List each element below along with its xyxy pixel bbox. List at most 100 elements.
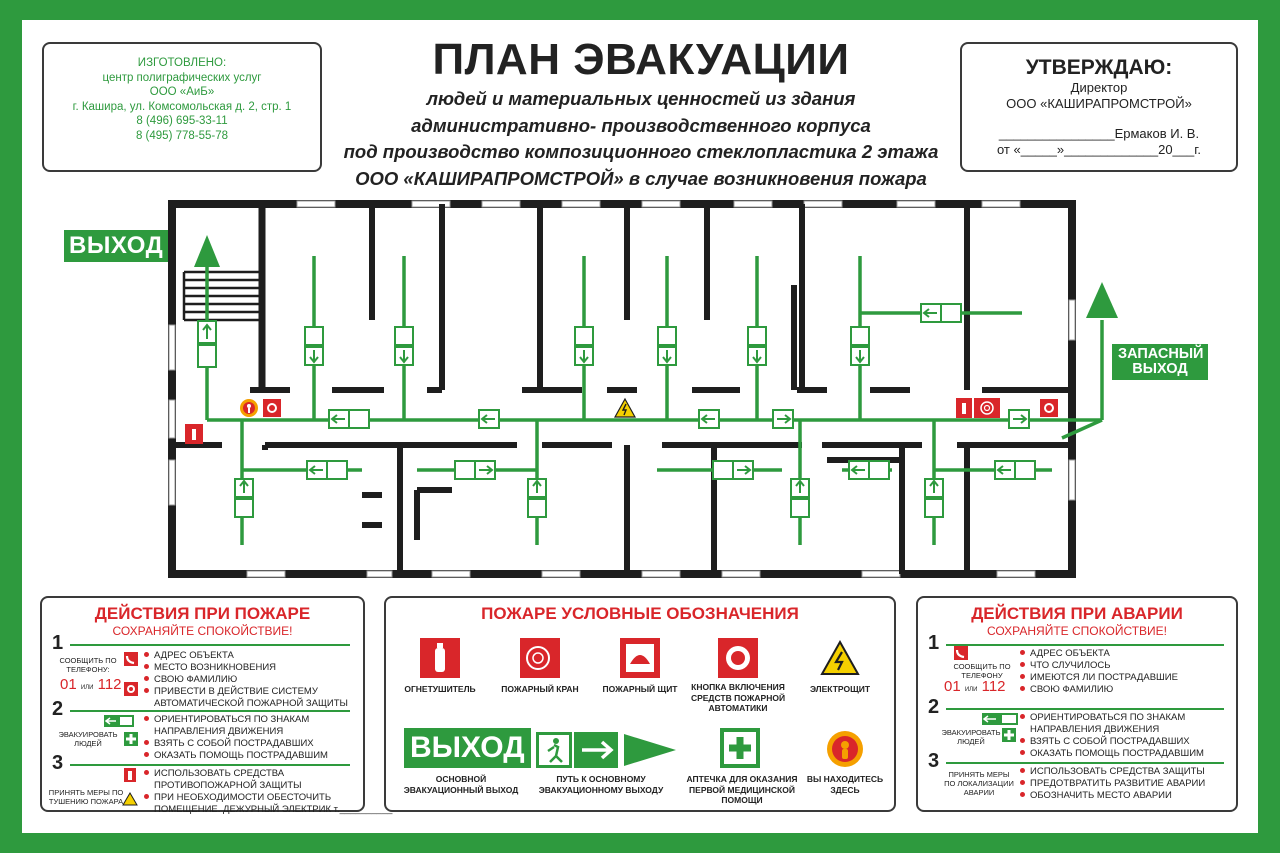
fire-hydrant-icon [520, 638, 560, 683]
legend-exit-label: ОСНОВНОЙ ЭВАКУАЦИОННЫЙ ВЫХОД [403, 774, 519, 795]
step-item: ВЗЯТЬ С СОБОЙ ПОСТРАДАВШИХ [144, 738, 314, 750]
exit-sign-icon [920, 303, 962, 323]
main-exit-label: ВЫХОД [64, 230, 169, 262]
plan-subtitle-line: под производство композиционного стеклоп… [343, 141, 939, 162]
approval-date: от «_____»_____________20___г. [996, 142, 1202, 157]
arrow-left-sign-icon [478, 409, 500, 429]
electric-panel-icon [613, 397, 637, 418]
extinguisher-icon [124, 768, 136, 787]
extinguisher-icon [956, 398, 972, 418]
step-item: ПРЕДОТВРАТИТЬ РАЗВИТИЕ АВАРИИ [1020, 778, 1205, 790]
legend-button-label: КНОПКА ВКЛЮЧЕНИЯ СРЕДСТВ ПОЖАРНОЙ АВТОМА… [690, 682, 786, 713]
phone-icon [954, 646, 968, 665]
step-divider [70, 764, 350, 766]
legend-here-label: ВЫ НАХОДИТЕСЬ ЗДЕСЬ [806, 774, 884, 795]
exit-sign-icon [328, 409, 370, 429]
legend-path-label: ПУТЬ К ОСНОВНОМУ ЭВАКУАЦИОННОМУ ВЫХОДУ [538, 774, 664, 795]
step-divider [70, 710, 350, 712]
extinguisher-icon [185, 424, 203, 444]
localize-label: ПРИНЯТЬ МЕРЫ ПО ЛОКАЛИЗАЦИИ АВАРИИ [944, 770, 1014, 797]
fire-actions-panel: ДЕЙСТВИЯ ПРИ ПОЖАРЕ СОХРАНЯЙТЕ СПОКОЙСТВ… [40, 596, 392, 815]
step-item: ПРИВЕСТИ В ДЕЙСТВИЕ СИСТЕМУ [144, 686, 318, 698]
plan-subtitle-line: ООО «КАШИРАПРОМСТРОЙ» в случае возникнов… [355, 167, 927, 189]
arrow-left-sign-icon [698, 409, 720, 429]
step-item: СВОЮ ФАМИЛИЮ [1020, 684, 1113, 696]
direction-signs [197, 303, 1036, 518]
step-item: ОРИЕНТИРОВАТЬСЯ ПО ЗНАКАМ [1020, 712, 1185, 724]
step-item-continued: ПОМЕЩЕНИЕ. ДЕЖУРНЫЙ ЭЛЕКТРИК т._________… [154, 804, 393, 815]
main-exit-arrow [194, 235, 220, 267]
report-by-phone-label: СООБЩИТЬ ПО ТЕЛЕФОНУ: [59, 656, 117, 674]
alarm-button-icon [263, 399, 281, 417]
maker-line: ООО «АиБ» [149, 86, 215, 98]
fire-calm-text: СОХРАНЯЙТЕ СПОКОЙСТВИЕ! [112, 624, 293, 638]
legend-exit-sign: ВЫХОД [404, 728, 531, 768]
accident-actions-panel: ДЕЙСТВИЯ ПРИ АВАРИИ СОХРАНЯЙТЕ СПОКОЙСТВ… [916, 596, 1238, 812]
maker-line: 8 (495) 778-55-78 [135, 129, 229, 142]
exit-sign-icon [234, 478, 254, 518]
exit-sign-icon [712, 460, 754, 480]
step-divider [70, 644, 350, 646]
electric-panel-icon [122, 792, 138, 811]
step-item: СВОЮ ФАМИЛИЮ [144, 674, 237, 686]
first-aid-icon [720, 728, 760, 773]
step-item: АДРЕС ОБЪЕКТА [1020, 648, 1110, 660]
fire-equipment [185, 397, 1058, 444]
legend-hydrant-label: ПОЖАРНЫЙ КРАН [501, 684, 579, 694]
floor-plan [168, 200, 1118, 578]
step-number: 1 [52, 632, 64, 654]
legend-firstaid-label: АПТЕЧКА ДЛЯ ОКАЗАНИЯ ПЕРВОЙ МЕДИЦИНСКОЙ … [686, 774, 798, 805]
accident-actions-heading: ДЕЙСТВИЯ ПРИ АВАРИИ [971, 604, 1183, 623]
maker-line: г. Кашира, ул. Комсомольская д. 2, стр. … [72, 100, 292, 113]
exit-sign-icon [850, 326, 870, 366]
step-item-continued: ПРОТИВОПОЖАРНОЙ ЗАЩИТЫ [154, 780, 302, 791]
exit-sign-icon [848, 460, 890, 480]
step-divider [946, 708, 1224, 710]
step-number: 2 [928, 696, 940, 718]
you-are-here-icon [826, 730, 864, 773]
step-item: ВЗЯТЬ С СОБОЙ ПОСТРАДАВШИХ [1020, 736, 1190, 748]
exit-sign-icon [454, 460, 496, 480]
step-item: МЕСТО ВОЗНИКНОВЕНИЯ [144, 662, 276, 674]
step-item: ОРИЕНТИРОВАТЬСЯ ПО ЗНАКАМ [144, 714, 309, 726]
exit-sign-icon [747, 326, 767, 366]
step-item: ОКАЗАТЬ ПОМОЩЬ ПОСТРАДАВШИМ [144, 750, 328, 762]
spare-exit-label: ЗАПАСНЫЙ ВЫХОД [1112, 344, 1208, 380]
phone-part: 01 [60, 676, 77, 693]
step-item-continued: НАПРАВЛЕНИЯ ДВИЖЕНИЯ [154, 726, 284, 737]
accident-calm-text: СОХРАНЯЙТЕ СПОКОЙСТВИЕ! [986, 624, 1168, 638]
exit-sign-icon [790, 478, 810, 518]
alarm-button-icon [124, 682, 138, 701]
approval-heading: УТВЕРЖДАЮ: [1025, 56, 1173, 79]
plan-title-block: ПЛАН ЭВАКУАЦИИ людей и материальных ценн… [322, 34, 960, 192]
exit-sign-icon [574, 326, 594, 366]
step-divider [946, 762, 1224, 764]
phone-part: 112 [981, 678, 1006, 695]
maker-line: центр полиграфических услуг [102, 71, 262, 84]
approval-signature: ________________Ермаков И. В. [998, 126, 1200, 141]
plan-subtitle-line: административно- производственного корпу… [411, 114, 871, 136]
evacuation-plan-sheet: ИЗГОТОВЛЕНО: центр полиграфических услуг… [22, 20, 1258, 833]
fire-shield-icon [620, 638, 660, 683]
alarm-button-icon [1040, 399, 1058, 417]
exit-sign-icon [104, 714, 134, 732]
step-item: ПРИ НЕОБХОДИМОСТИ ОБЕСТОЧИТЬ [144, 792, 331, 804]
exit-sign-icon [304, 326, 324, 366]
phone-part: 01 [944, 678, 961, 695]
extinguisher-icon [420, 638, 460, 683]
first-aid-icon [1002, 728, 1016, 747]
step-item-continued: НАПРАВЛЕНИЯ ДВИЖЕНИЯ [1030, 724, 1160, 735]
step-item: ИМЕЮТСЯ ЛИ ПОСТРАДАВШИЕ [1020, 672, 1178, 684]
spare-exit-arrow [1086, 282, 1118, 318]
approval-box: УТВЕРЖДАЮ: Директор ООО «КАШИРАПРОМСТРОЙ… [960, 42, 1238, 172]
exit-sign-icon [924, 478, 944, 518]
exit-sign-icon [982, 712, 1018, 730]
step-number: 1 [928, 632, 940, 654]
electric-panel-icon [820, 639, 860, 681]
legend-shield-label: ПОЖАРНЫЙ ЩИТ [602, 684, 678, 694]
step-number: 2 [52, 698, 64, 720]
spare-exit-label-line: ВЫХОД [1132, 361, 1188, 377]
phone-part: 112 [97, 676, 122, 693]
fire-actions-heading: ДЕЙСТВИЯ ПРИ ПОЖАРЕ [94, 604, 311, 623]
path-arrow-icon [536, 730, 680, 775]
